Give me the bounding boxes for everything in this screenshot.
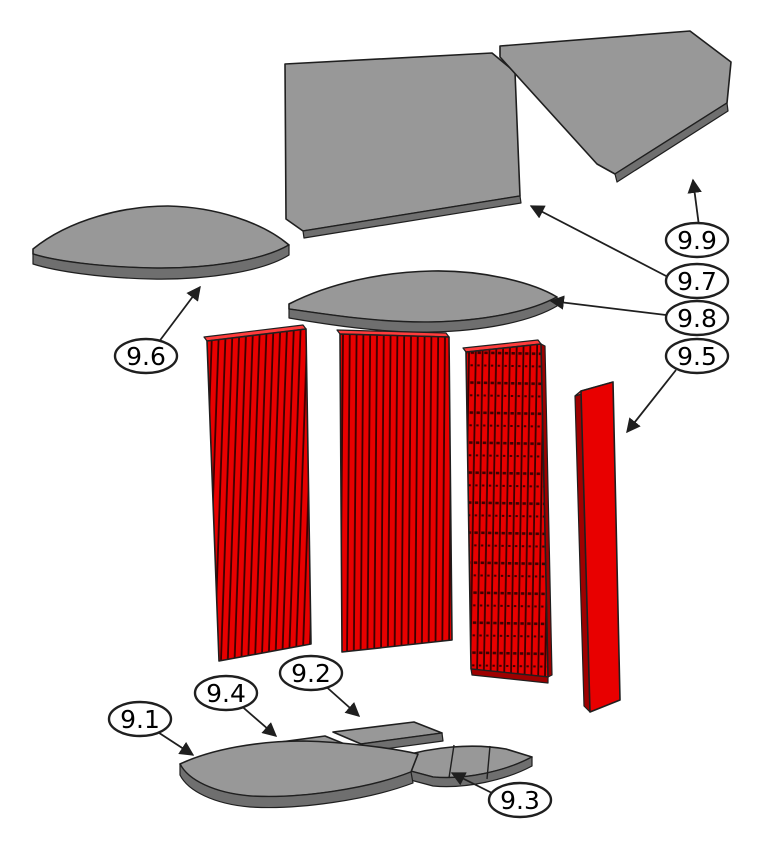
- callout-bubble: [113, 337, 179, 375]
- part-base-segment-right: [399, 744, 533, 788]
- base-segment-divider-2: [486, 745, 491, 780]
- callout-bubble: [664, 299, 730, 337]
- callout-bubble: [664, 337, 730, 375]
- callout-9-7: 9.7: [664, 262, 730, 300]
- callout-label: 9.2: [291, 659, 331, 688]
- leader-line-9-6: [157, 285, 201, 344]
- part-red-side-panel: [574, 381, 621, 713]
- red-side-panel-face: [580, 381, 621, 713]
- part-slatted-panel-right: [462, 339, 553, 684]
- callout-9-2: 9.2: [278, 654, 344, 692]
- callout-9-4: 9.4: [193, 674, 259, 712]
- leader-line-9-4: [237, 702, 278, 737]
- callout-9-1: 9.1: [107, 700, 173, 738]
- part-left-top-plate: [32, 205, 290, 280]
- leader-line-9-8: [549, 295, 667, 316]
- callouts: 9.1 9.2 9.3 9.4 9.5 9.6: [107, 221, 730, 819]
- callout-9-5: 9.5: [664, 337, 730, 375]
- leader-line-9-7: [529, 205, 669, 278]
- callout-9-8: 9.8: [664, 299, 730, 337]
- leader-line-9-3: [450, 772, 497, 796]
- callout-9-6: 9.6: [113, 337, 179, 375]
- slatted-panel-left-face: [206, 328, 312, 662]
- callout-label: 9.9: [677, 226, 717, 255]
- callout-9-3: 9.3: [487, 781, 553, 819]
- callout-label: 9.1: [120, 705, 160, 734]
- slatted-panel-right-bottom-edge: [470, 668, 549, 684]
- leader-line-9-9: [687, 178, 702, 227]
- callout-bubble: [107, 700, 173, 738]
- base-segment-divider-1: [448, 744, 455, 779]
- callout-bubble: [487, 781, 553, 819]
- leader-line-9-5: [626, 369, 677, 434]
- slatted-panel-middle-face: [339, 333, 453, 653]
- callout-label: 9.7: [677, 267, 717, 296]
- part-slatted-panel-middle: [336, 329, 453, 653]
- slatted-panel-right-face: [465, 343, 549, 678]
- callout-label: 9.8: [677, 304, 717, 333]
- back-panel-edge: [302, 195, 522, 239]
- callout-bubble: [664, 221, 730, 259]
- callout-bubble: [278, 654, 344, 692]
- top-right-panel-edge: [614, 102, 729, 183]
- callout-label: 9.6: [126, 342, 166, 371]
- callout-bubble: [193, 674, 259, 712]
- callout-9-9: 9.9: [664, 221, 730, 259]
- callout-label: 9.5: [677, 342, 717, 371]
- left-top-plate-edge: [32, 244, 290, 280]
- part-slatted-panel-left: [203, 324, 312, 662]
- part-back-panel: [284, 52, 522, 239]
- callout-bubble: [664, 262, 730, 300]
- base-plate-edge: [179, 763, 414, 809]
- part-top-right-panel: [499, 30, 732, 183]
- top-right-panel-face: [499, 30, 732, 175]
- leader-line-9-2: [321, 682, 361, 717]
- part-middle-plate: [288, 270, 558, 333]
- callout-label: 9.4: [206, 679, 246, 708]
- part-base-plate: [179, 740, 419, 809]
- callout-label: 9.3: [500, 786, 540, 815]
